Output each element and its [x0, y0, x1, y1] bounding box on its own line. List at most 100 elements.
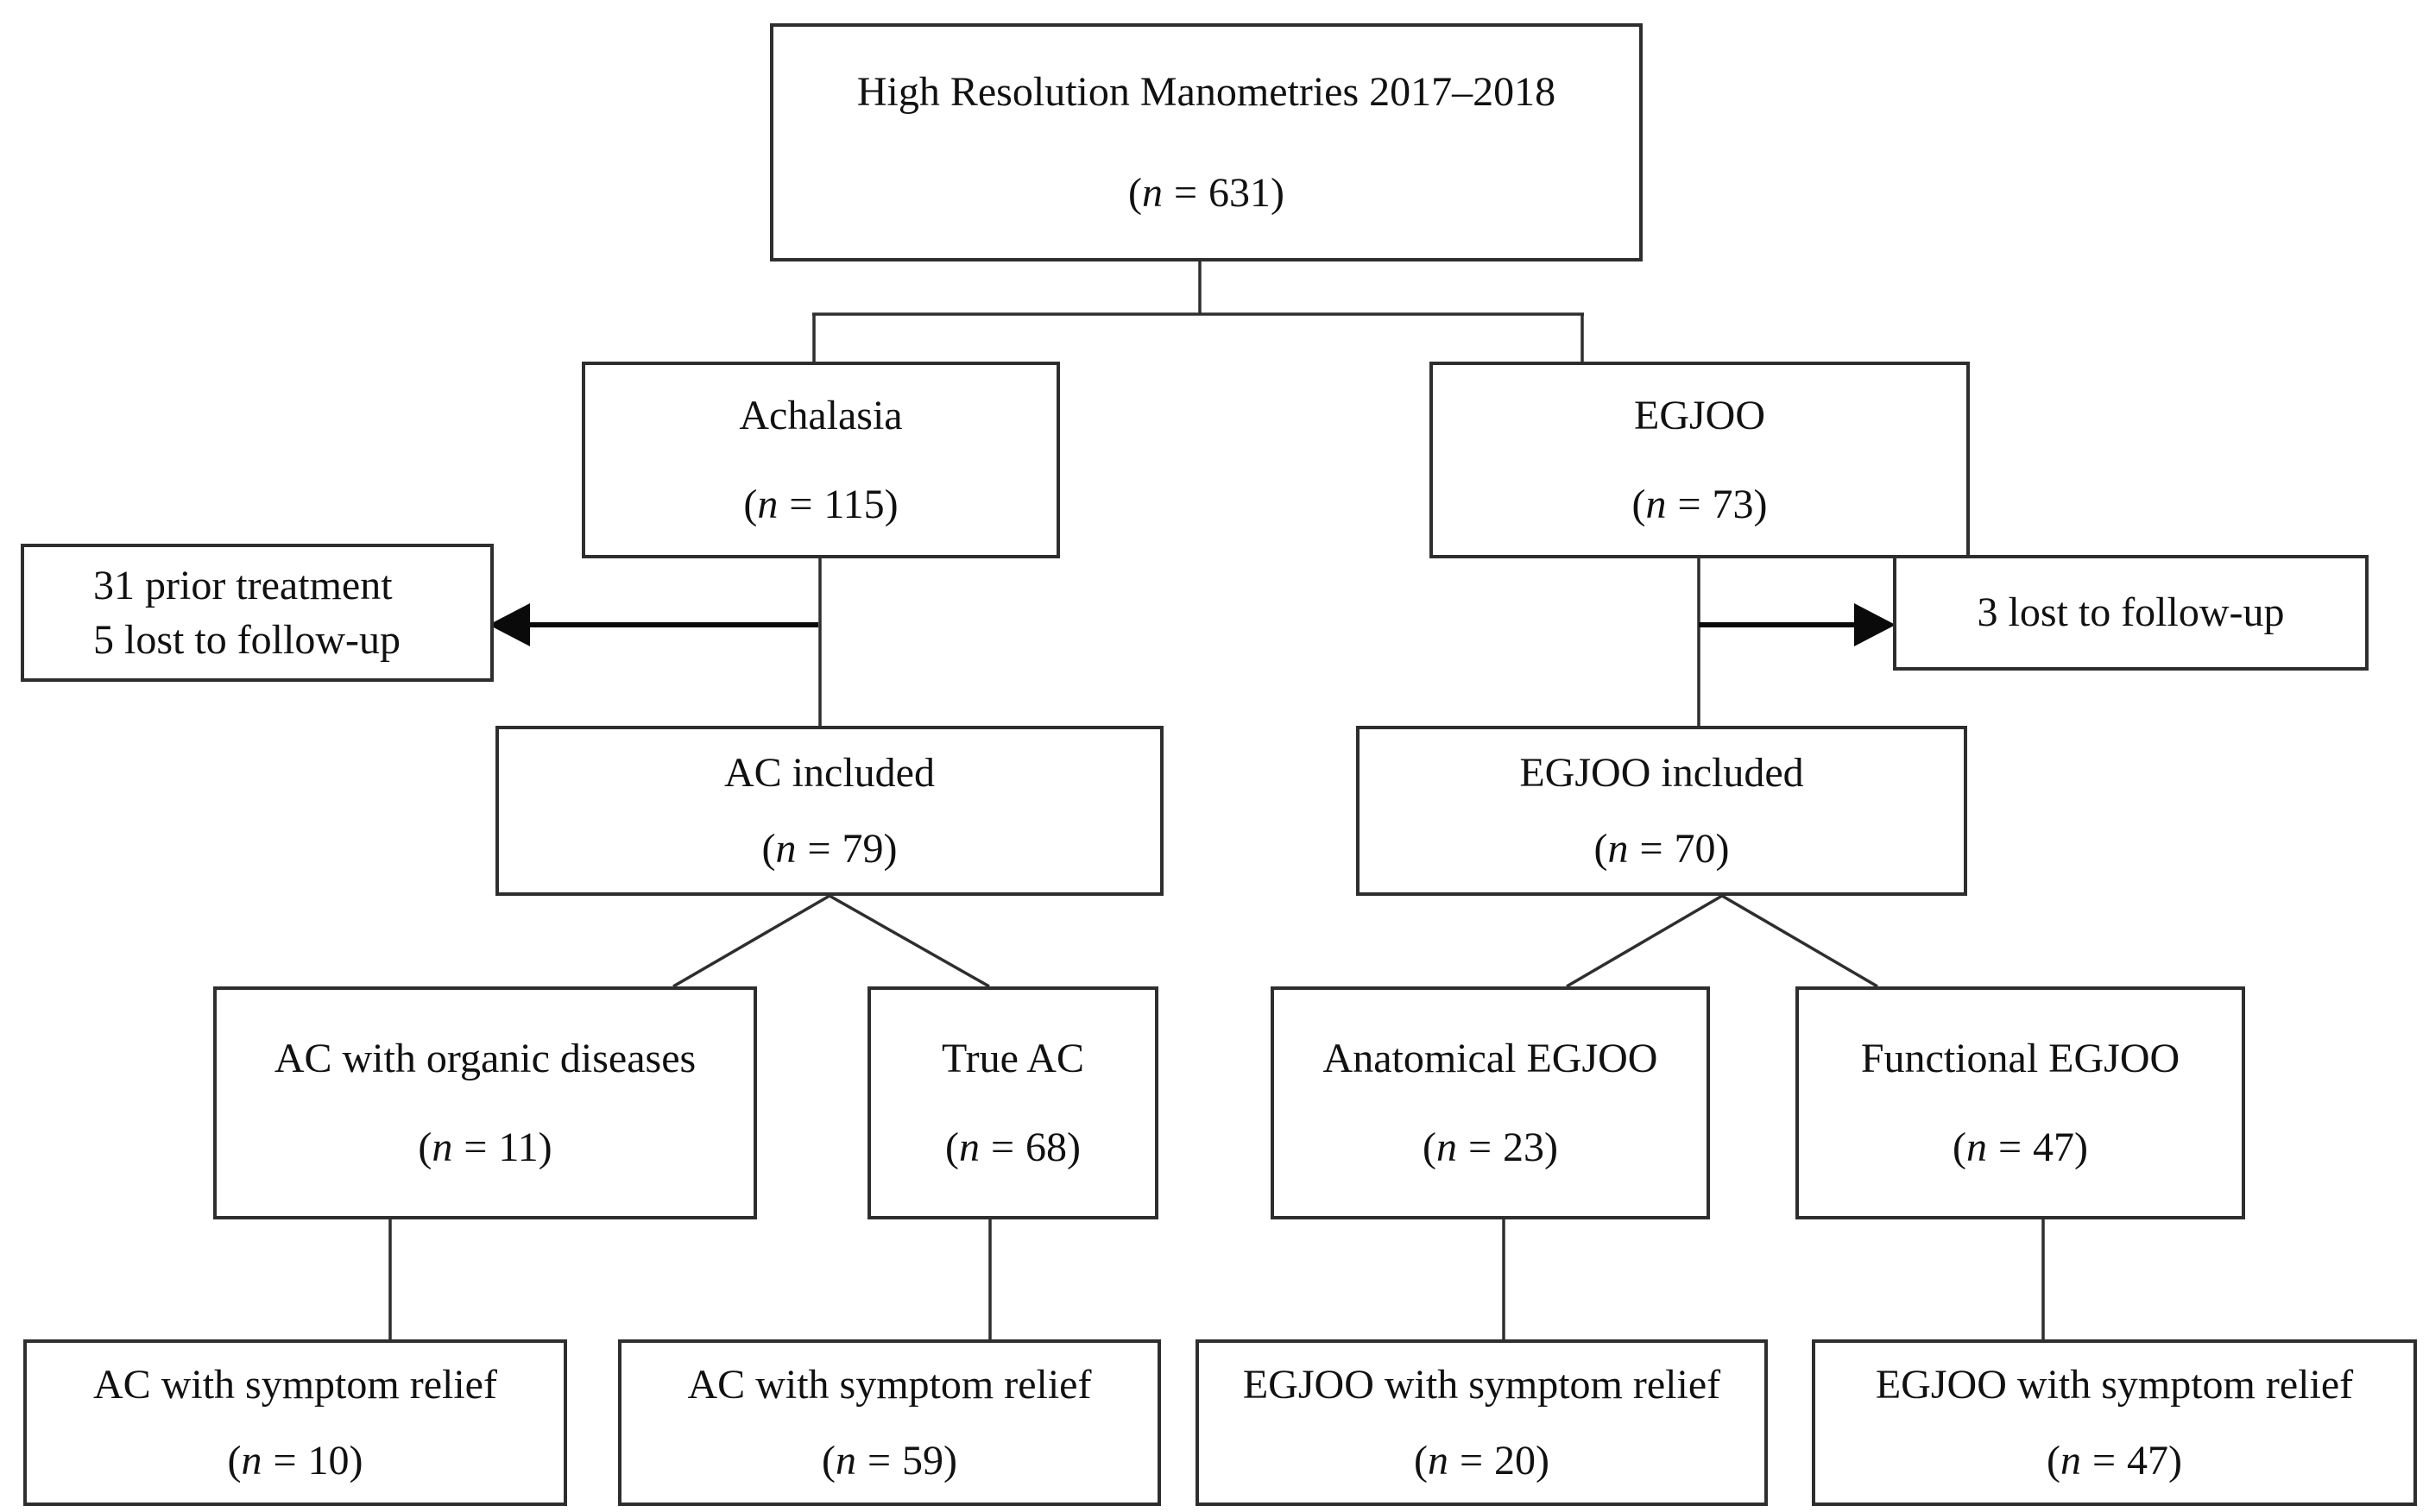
- n-value: 59: [902, 1437, 944, 1484]
- paren-open: (: [2046, 1437, 2060, 1484]
- node-achalasia: Achalasia (n=115): [582, 362, 1060, 558]
- paren-open: (: [944, 1125, 959, 1170]
- n-value: 20: [1494, 1437, 1536, 1484]
- paren-close: ): [943, 1437, 958, 1484]
- paren-close: ): [1271, 170, 1285, 216]
- equals-sign: =: [1173, 170, 1198, 216]
- node-excluded-achalasia: 31 prior treatment 5 lost to follow-up: [21, 544, 494, 682]
- node-label: AC with symptom relief: [687, 1362, 1092, 1408]
- node-anatomical-egjoo: Anatomical EGJOO (n=23): [1271, 986, 1710, 1219]
- node-ac-with-organic-diseases: AC with organic diseases (n=11): [213, 986, 757, 1219]
- n-value: 47: [2127, 1437, 2169, 1484]
- n-value: 115: [823, 482, 885, 527]
- node-label: True AC: [942, 1035, 1084, 1081]
- paren-open: (: [1952, 1125, 1966, 1170]
- node-label: Functional EGJOO: [1860, 1035, 2180, 1081]
- inclusion-connectors: [818, 558, 1700, 726]
- exclusion-line-1: 3 lost to follow-up: [1977, 589, 2285, 636]
- paren-open: (: [743, 482, 758, 527]
- node-count: (n=115): [743, 481, 898, 528]
- paren-close: ): [1536, 1437, 1550, 1484]
- paren-open: (: [1127, 170, 1142, 216]
- paren-open: (: [821, 1437, 836, 1484]
- n-value: 11: [498, 1125, 539, 1170]
- equals-sign: =: [1467, 1125, 1492, 1170]
- arrow-left-head: [489, 603, 530, 646]
- node-label: AC with symptom relief: [93, 1362, 497, 1408]
- n-symbol: n: [241, 1437, 262, 1484]
- n-value: 68: [1025, 1125, 1068, 1170]
- node-count: (n=79): [761, 825, 897, 873]
- paren-open: (: [1413, 1437, 1428, 1484]
- node-egjoo: EGJOO (n=73): [1429, 362, 1970, 558]
- node-label: AC with organic diseases: [274, 1035, 697, 1081]
- egjoo-branch-connectors: [1566, 894, 1878, 988]
- equals-sign: =: [2091, 1437, 2117, 1484]
- node-ac-symptom-relief-organic: AC with symptom relief (n=10): [23, 1339, 567, 1506]
- paren-close: ): [1067, 1125, 1082, 1170]
- node-true-ac: True AC (n=68): [868, 986, 1158, 1219]
- node-label: Anatomical EGJOO: [1322, 1035, 1658, 1081]
- paren-close: ): [1715, 825, 1730, 872]
- n-value: 47: [2033, 1125, 2075, 1170]
- node-count: (n=11): [418, 1124, 552, 1171]
- node-high-resolution-manometries: High Resolution Manometries 2017–2018 (n…: [770, 23, 1643, 261]
- equals-sign: =: [990, 1125, 1015, 1170]
- node-label: High Resolution Manometries 2017–2018: [856, 68, 1556, 115]
- node-count: (n=59): [822, 1437, 957, 1484]
- equals-sign: =: [273, 1437, 297, 1484]
- n-value: 23: [1503, 1125, 1545, 1170]
- paren-open: (: [761, 825, 776, 872]
- n-symbol: n: [757, 482, 779, 527]
- paren-close: ): [884, 482, 899, 527]
- n-symbol: n: [432, 1125, 453, 1170]
- ac-branch-connectors: [672, 894, 990, 988]
- equals-sign: =: [789, 482, 813, 527]
- node-functional-egjoo: Functional EGJOO (n=47): [1795, 986, 2245, 1219]
- node-excluded-egjoo: 3 lost to follow-up: [1893, 555, 2369, 671]
- node-ac-included: AC included (n=79): [495, 726, 1164, 896]
- n-symbol: n: [1435, 1125, 1457, 1170]
- node-ac-symptom-relief-true: AC with symptom relief (n=59): [618, 1339, 1161, 1506]
- paren-close: ): [1753, 482, 1768, 527]
- relief-connectors: [388, 1219, 2045, 1339]
- equals-sign: =: [1639, 825, 1663, 872]
- n-value: 10: [307, 1437, 350, 1484]
- node-count: (n=68): [945, 1124, 1081, 1171]
- node-count: (n=47): [2047, 1437, 2182, 1484]
- node-count: (n=73): [1631, 481, 1767, 528]
- exclusion-arrow-left: [489, 603, 818, 646]
- paren-open: (: [1593, 825, 1608, 872]
- node-label: AC included: [724, 750, 935, 797]
- exclusion-arrow-right: [1699, 603, 1896, 646]
- node-count: (n=20): [1414, 1437, 1549, 1484]
- node-egjoo-symptom-relief-anatomical: EGJOO with symptom relief (n=20): [1196, 1339, 1768, 1506]
- node-label: Achalasia: [739, 392, 903, 438]
- paren-close: ): [349, 1437, 363, 1484]
- paren-close: ): [538, 1125, 552, 1170]
- paren-close: ): [883, 825, 898, 872]
- node-label: EGJOO: [1634, 392, 1765, 438]
- n-symbol: n: [2060, 1437, 2081, 1484]
- arrow-right-head: [1854, 603, 1896, 646]
- n-symbol: n: [1607, 825, 1629, 872]
- node-count: (n=23): [1423, 1124, 1558, 1171]
- branch-ac-organic: [672, 894, 830, 988]
- node-egjoo-included: EGJOO included (n=70): [1356, 726, 1967, 896]
- node-count: (n=47): [1953, 1124, 2088, 1171]
- n-symbol: n: [1965, 1125, 1987, 1170]
- equals-sign: =: [464, 1125, 488, 1170]
- n-value: 70: [1674, 825, 1716, 872]
- equals-sign: =: [807, 825, 831, 872]
- n-symbol: n: [835, 1437, 856, 1484]
- exclusion-line-1: 31 prior treatment: [93, 562, 393, 608]
- node-count: (n=10): [227, 1437, 363, 1484]
- exclusion-line-2: 5 lost to follow-up: [93, 617, 401, 663]
- n-symbol: n: [1645, 482, 1667, 527]
- n-value: 73: [1712, 482, 1754, 527]
- paren-open: (: [418, 1125, 432, 1170]
- node-egjoo-symptom-relief-functional: EGJOO with symptom relief (n=47): [1812, 1339, 2417, 1506]
- paren-open: (: [1422, 1125, 1436, 1170]
- branch-true-ac: [829, 894, 990, 988]
